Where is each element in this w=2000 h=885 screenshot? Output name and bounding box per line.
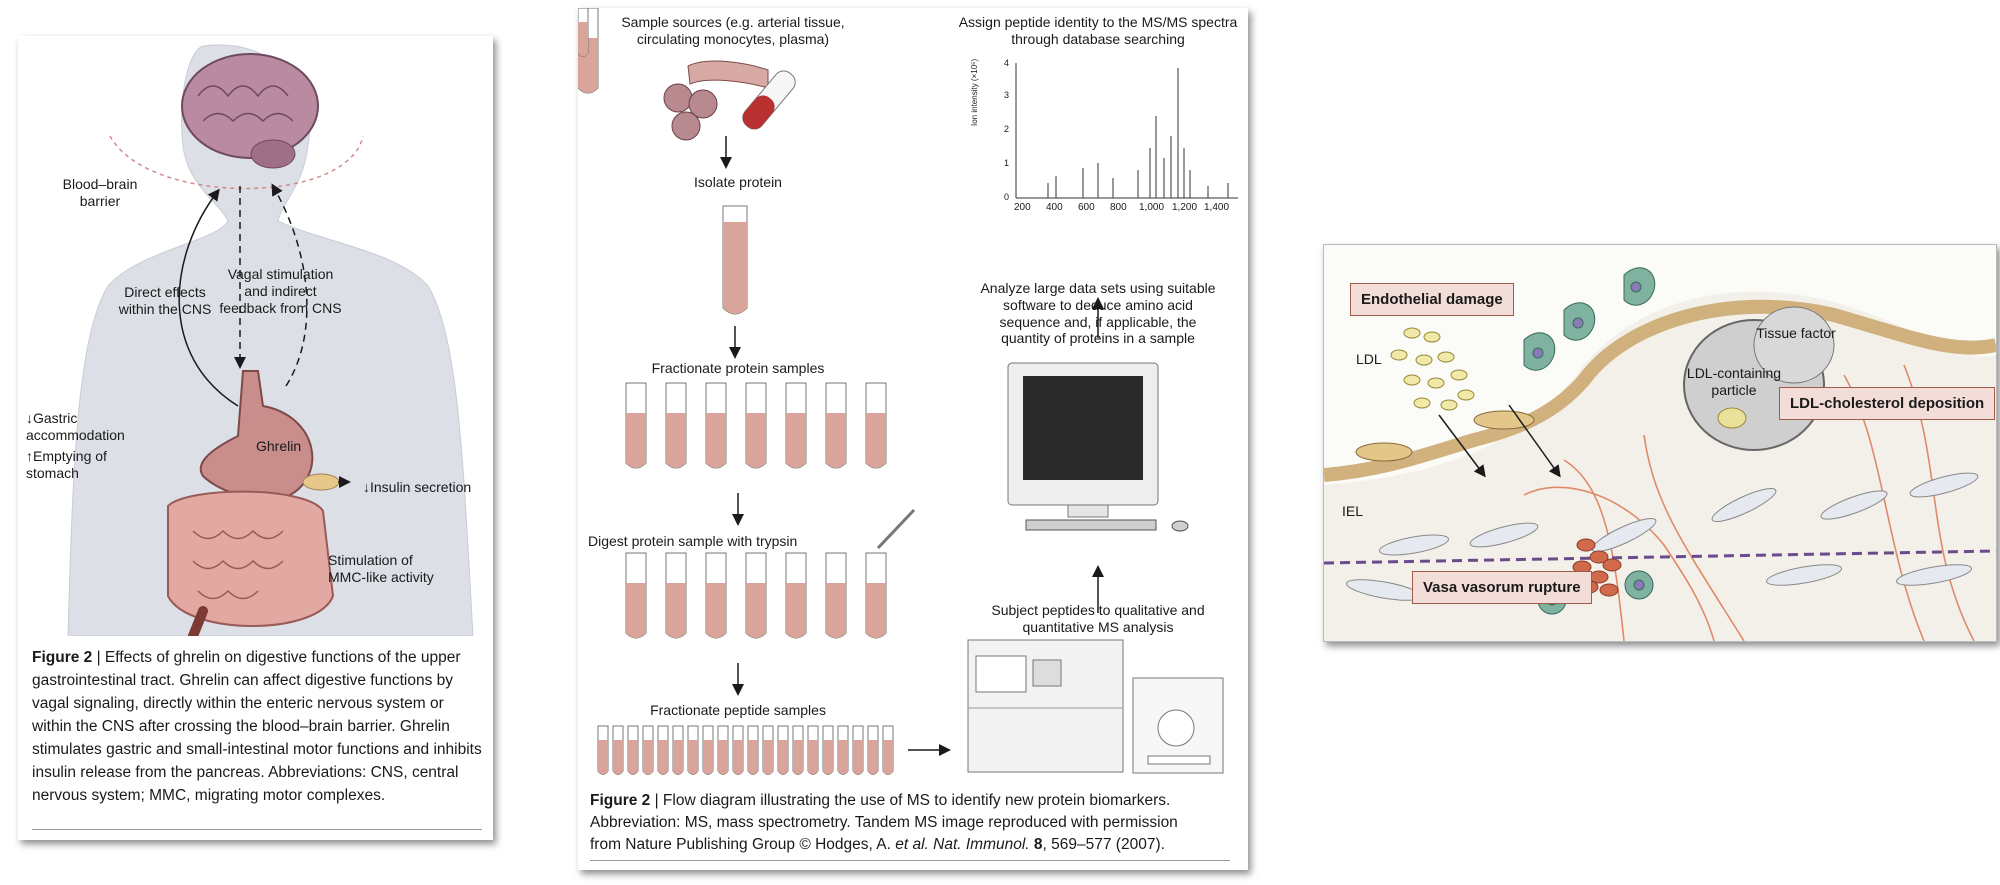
spectrum-ytick-2: 2 [1004,124,1010,134]
ghrelin-illustration [67,44,474,636]
step-isolate-protein: Isolate protein [694,174,782,190]
label-insulin-secretion: ↓Insulin secretion [363,479,472,495]
label-tissue-factor: Tissue factor [1756,325,1836,341]
label-direct-effects: Direct effects within the CNS [118,284,212,317]
ghrelin-caption: Figure 2 | Effects of ghrelin on digesti… [32,646,482,807]
spectrum-ytick-0: 0 [1004,192,1010,202]
label-gastric-accommodation: ↓Gastric accommodation [26,410,125,443]
spectrum-ylabel: Ion intensity (×10⁵) [970,58,979,126]
digest-tubes [625,508,916,639]
ms-caption: Figure 2 | Flow diagram illustrating the… [590,790,1240,856]
caption-line3-pre: from Nature Publishing Group © Hodges, A… [590,836,896,853]
caption-line1: | Flow diagram illustrating the use of M… [650,792,1171,809]
spectrum-xtick-1000: 1,000 [1139,202,1165,213]
label-endothelial-damage: Endothelial damage [1350,283,1514,316]
step-digest-trypsin: Digest protein sample with trypsin [588,533,798,549]
label-ldl: LDL [1356,351,1382,367]
spectrum-xtick-200: 200 [1014,202,1031,213]
label-emptying-stomach: ↑Emptying of stomach [26,448,107,481]
caption-figure-label: Figure 2 [32,649,93,666]
ms-spectrum-plot [1015,63,1238,199]
figure-ms-flow-panel: Ion intensity (×10⁵) 4 3 2 1 0 200 400 6… [578,8,1248,870]
sample-sources-illustration [663,60,796,141]
spectrum-xtick-800: 800 [1110,202,1127,213]
label-iel: IEL [1342,503,1364,519]
step-ms-analysis: Subject peptides to qualitative and quan… [991,602,1205,635]
label-ghrelin: Ghrelin [256,438,302,454]
body-silhouette [67,44,474,636]
label-ldl-containing-particle: LDL-containing particle [1686,365,1782,398]
label-vasa-vasorum-rupture: Vasa vasorum rupture [1412,571,1592,604]
caption-text: | Effects of ghrelin on digestive functi… [32,649,482,804]
label-vagal-stimulation: Vagal stimulation and indirect feedback … [219,266,342,316]
peptide-tubes [578,8,894,775]
ldl-particles [1390,327,1475,411]
spectrum-ytick-3: 3 [1004,90,1010,100]
pancreas-illustration [302,473,340,491]
step-assign-identity: Assign peptide identity to the MS/MS spe… [958,14,1238,47]
step-fractionate-protein: Fractionate protein samples [651,360,825,376]
brain-illustration [181,53,319,159]
label-mmc-activity: Stimulation of MMC-like activity [328,552,434,585]
red-blood-cells [1572,538,1622,597]
label-ldl-cholesterol-deposition: LDL-cholesterol deposition [1779,387,1996,420]
caption-figure-label: Figure 2 [590,792,651,809]
spectrum-ytick-1: 1 [1004,158,1010,168]
caption-line3-italic: et al. Nat. Immunol. [895,836,1030,853]
caption-line2: Abbreviation: MS, mass spectrometry. Tan… [590,814,1178,831]
spectrum-xtick-1400: 1,400 [1204,202,1230,213]
spectrum-ytick-4: 4 [1004,58,1010,68]
figure-ghrelin-panel: Blood–brain barrier Direct effects withi… [18,36,493,840]
spectrum-xtick-1200: 1,200 [1172,202,1198,213]
computer-illustration [1007,362,1189,532]
step-fractionate-peptides: Fractionate peptide samples [650,702,826,718]
iel-line [1324,549,1996,565]
ms-instrument [967,639,1224,774]
caption-line3-volume: 8 [1029,836,1043,853]
intestine-illustration [167,490,335,627]
spectrum-xtick-400: 400 [1046,202,1063,213]
isolate-tube [722,205,748,315]
spectrum-xtick-600: 600 [1078,202,1095,213]
ms-flow-illustration [578,8,1238,775]
figure-plaque-panel: Endothelial damage LDL Tissue factor LDL… [1323,244,1997,642]
label-blood-brain-barrier: Blood–brain barrier [62,176,138,209]
caption-line3-post: , 569–577 (2007). [1042,836,1165,853]
caption-rule [590,860,1230,861]
step-analyze-data: Analyze large data sets using suitable s… [980,280,1216,347]
step-sample-sources: Sample sources (e.g. arterial tissue, ci… [621,14,845,47]
caption-rule [32,829,482,830]
monocytes [1523,267,1656,615]
